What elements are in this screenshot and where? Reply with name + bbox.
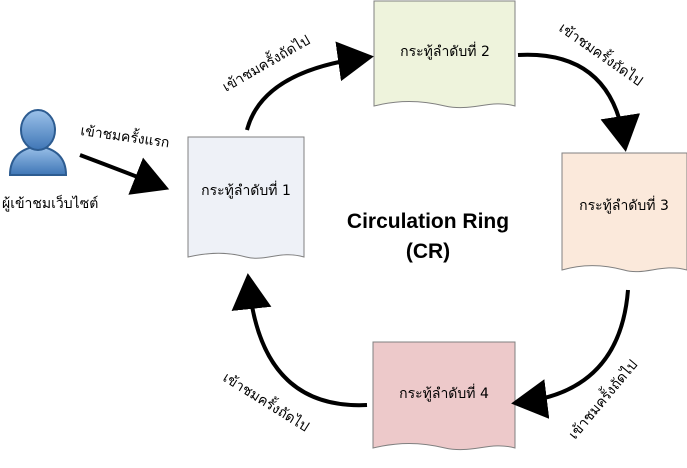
arrow-post3-to-post4 — [511, 289, 630, 419]
post-label-3: กระทู้ลำดับที่ 3 — [579, 196, 669, 214]
arrow-post2-to-post3 — [517, 52, 641, 152]
center-subtitle: (CR) — [406, 240, 450, 263]
arrow-user-to-post1 — [79, 153, 170, 195]
edge-label-4-1: เข้าชมครั้งถัดไป — [220, 367, 313, 435]
user-label: ผู้เข้าชมเว็บไซต์ — [2, 194, 98, 212]
post-label-4: กระทู้ลำดับที่ 4 — [399, 384, 489, 402]
post-node-4: กระทู้ลำดับที่ 4 — [372, 341, 516, 451]
edge-label-2-3: เข้าชมครั้งถัดไป — [556, 18, 647, 90]
arrow-post1-to-post2 — [245, 41, 374, 131]
post-node-2: กระทู้ลำดับที่ 2 — [373, 0, 516, 109]
post-label-1: กระทู้ลำดับที่ 1 — [201, 181, 291, 199]
edge-label-first-visit: เข้าชมครั้งแรก — [79, 120, 170, 151]
post-node-1: กระทู้ลำดับที่ 1 — [187, 136, 305, 259]
post-label-2: กระทู้ลำดับที่ 2 — [400, 42, 490, 60]
arrow-post4-to-post1 — [231, 273, 368, 408]
edge-label-3-4: เข้าชมครั้งถัดไป — [564, 355, 642, 442]
edge-label-1-2: เข้าชมครั้งถัดไป — [219, 30, 314, 96]
center-title: Circulation Ring — [347, 210, 509, 233]
user-icon — [8, 109, 68, 176]
post-node-3: กระทู้ลำดับที่ 3 — [561, 152, 687, 273]
